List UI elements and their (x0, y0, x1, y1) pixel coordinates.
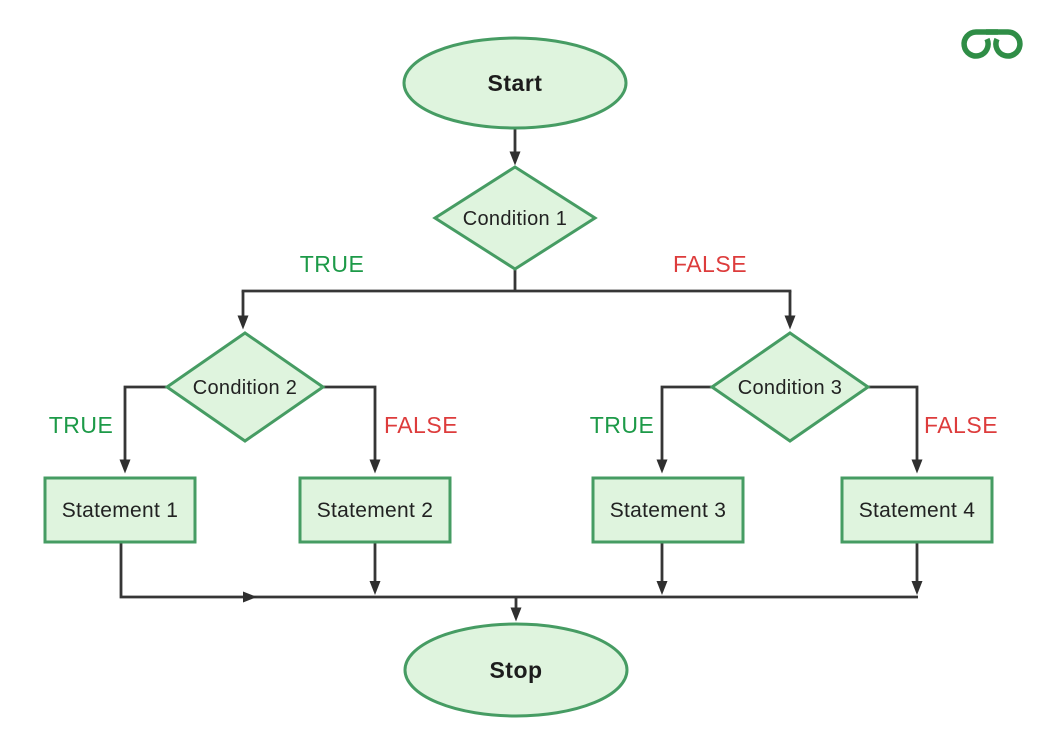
condition1-false-label: FALSE (673, 251, 747, 277)
connector-condition3-true-to-statement3 (656, 385, 712, 474)
statement2-box (298, 476, 452, 544)
connector-condition2-true-to-statement1 (119, 385, 167, 474)
condition3-true-label: TRUE (590, 412, 655, 438)
statement4-node: Statement 4 (840, 476, 994, 544)
condition1-label: Condition 1 (463, 208, 567, 230)
condition2-node: Condition 2 (164, 331, 326, 443)
statement1-label: Statement 1 (62, 499, 179, 522)
statement2-node: Statement 2 (298, 476, 452, 544)
condition2-true-label: TRUE (49, 412, 114, 438)
condition2-diamond (164, 331, 326, 443)
condition3-label: Condition 3 (738, 377, 842, 399)
statement1-box (43, 476, 197, 544)
stop-node: Stop (403, 622, 629, 718)
statement2-label: Statement 2 (317, 499, 434, 522)
connector-statement1-merge-bar (119, 542, 918, 599)
geeksforgeeks-logo-left-g (961, 29, 998, 59)
condition2-false-label: FALSE (384, 412, 458, 438)
condition2-label: Condition 2 (193, 377, 297, 399)
statement4-box (840, 476, 994, 544)
statement1-node: Statement 1 (43, 476, 197, 544)
start-label: Start (488, 70, 543, 96)
start-node: Start (402, 36, 628, 130)
statement3-label: Statement 3 (610, 499, 727, 522)
geeksforgeeks-logo-icon (961, 29, 1023, 59)
stop-ellipse (403, 622, 629, 718)
condition3-diamond (709, 331, 871, 443)
statement3-node: Statement 3 (591, 476, 745, 544)
connector-condition2-false-to-statement2 (323, 385, 381, 474)
stop-label: Stop (489, 657, 542, 683)
statement3-box (591, 476, 745, 544)
condition3-node: Condition 3 (709, 331, 871, 443)
geeksforgeeks-logo-right-g (986, 29, 1023, 59)
condition1-diamond (432, 165, 598, 271)
condition1-node: Condition 1 (432, 165, 598, 271)
merge-bar-flow-arrow (243, 591, 257, 603)
condition1-true-label: TRUE (300, 251, 365, 277)
connector-condition3-false-to-statement4 (868, 385, 923, 474)
condition3-false-label: FALSE (924, 412, 998, 438)
start-ellipse (402, 36, 628, 130)
statement4-label: Statement 4 (859, 499, 976, 522)
